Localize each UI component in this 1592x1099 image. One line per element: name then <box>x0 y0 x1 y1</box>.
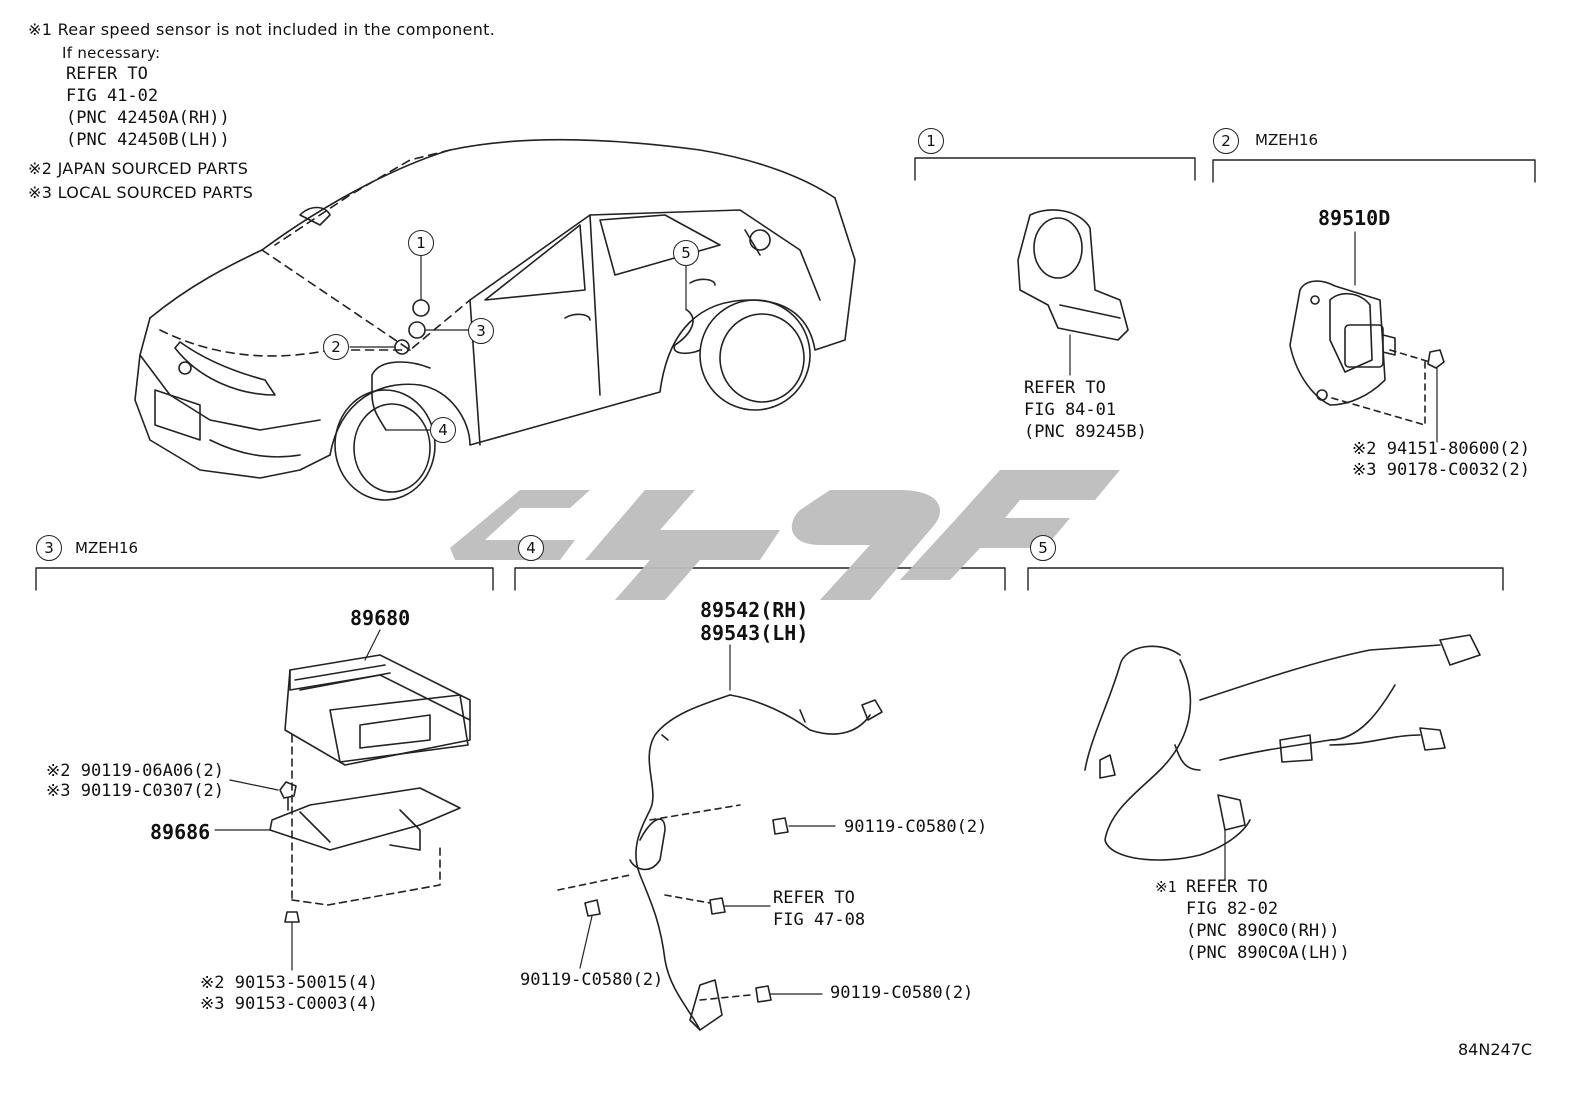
section-3-label: MZEH16 <box>75 539 139 557</box>
section-3-bracket-number: 89686 <box>150 820 211 844</box>
section-4-bolt-3: 90119-C0580(2) <box>830 983 974 1003</box>
section-1-ref-1: REFER TO <box>1024 378 1106 398</box>
section-3-bolt-2: ※3 90119-C0307(2) <box>46 781 225 801</box>
note-1-ref-1: REFER TO <box>66 64 148 84</box>
note-3: ※3 LOCAL SOURCED PARTS <box>28 183 254 202</box>
note-1: ※1 Rear speed sensor is not included in … <box>28 20 496 39</box>
section-4-number: 4 <box>518 535 544 561</box>
section-4-bolt-1: 90119-C0580(2) <box>844 817 988 837</box>
section-3-screw-2: ※3 90153-C0003(4) <box>200 994 379 1014</box>
section-1-number: 1 <box>918 128 944 154</box>
section-2-fastener-1: ※2 94151-80600(2) <box>1352 439 1531 459</box>
section-4-part-lh: 89543(LH) <box>700 621 809 645</box>
note-2: ※2 JAPAN SOURCED PARTS <box>28 159 249 178</box>
note-1-ref-3: (PNC 42450A(RH)) <box>66 108 230 128</box>
section-2-number: 2 <box>1213 128 1239 154</box>
callout-4-on-car: 4 <box>430 417 456 443</box>
callout-5-on-car: 5 <box>673 240 699 266</box>
watermark-logo <box>450 470 1120 600</box>
section-3-part-number: 89680 <box>350 606 411 630</box>
section-3-screw-1: ※2 90153-50015(4) <box>200 973 379 993</box>
section-2-fastener-2: ※3 90178-C0032(2) <box>1352 460 1531 480</box>
sensor-unit-drawing <box>1289 231 1445 443</box>
section-5-ref-3: (PNC 890C0(RH)) <box>1186 921 1340 941</box>
section-5-ref-1: REFER TO <box>1186 877 1268 897</box>
section-2-part-number: 89510D <box>1318 206 1391 230</box>
section-4-part-rh: 89542(RH) <box>700 598 809 622</box>
front-speed-sensor-drawing <box>557 644 883 1031</box>
section-5-ref-4: (PNC 890C0A(LH)) <box>1186 943 1350 963</box>
section-5-number: 5 <box>1030 535 1056 561</box>
section-1-ref-2: FIG 84-01 <box>1024 400 1117 420</box>
callout-1-on-car: 1 <box>408 230 434 256</box>
note-1-ref-2: FIG 41-02 <box>66 86 159 106</box>
yaw-sensor-drawing <box>1017 209 1129 376</box>
section-4-bolt-2: 90119-C0580(2) <box>520 970 664 990</box>
ecu-drawing <box>214 629 471 971</box>
callout-2-on-car: 2 <box>323 334 349 360</box>
section-3-bolt-1: ※2 90119-06A06(2) <box>46 761 225 781</box>
section-5-note-mark: ※1 <box>1155 878 1177 896</box>
section-1-ref-3: (PNC 89245B) <box>1024 422 1147 442</box>
section-4-ref-1: REFER TO <box>773 888 855 908</box>
section-2-label: MZEH16 <box>1255 131 1319 149</box>
diagram-code: 84N247C <box>1458 1040 1533 1059</box>
rear-harness-drawing <box>1084 634 1481 881</box>
section-4-ref-2: FIG 47-08 <box>773 910 866 930</box>
section-5-ref-2: FIG 82-02 <box>1186 899 1279 919</box>
note-1-ref-4: (PNC 42450B(LH)) <box>66 130 230 150</box>
callout-3-on-car: 3 <box>468 318 494 344</box>
note-1-sub: If necessary: <box>62 44 161 62</box>
car-illustration <box>134 139 856 501</box>
section-3-number: 3 <box>36 535 62 561</box>
